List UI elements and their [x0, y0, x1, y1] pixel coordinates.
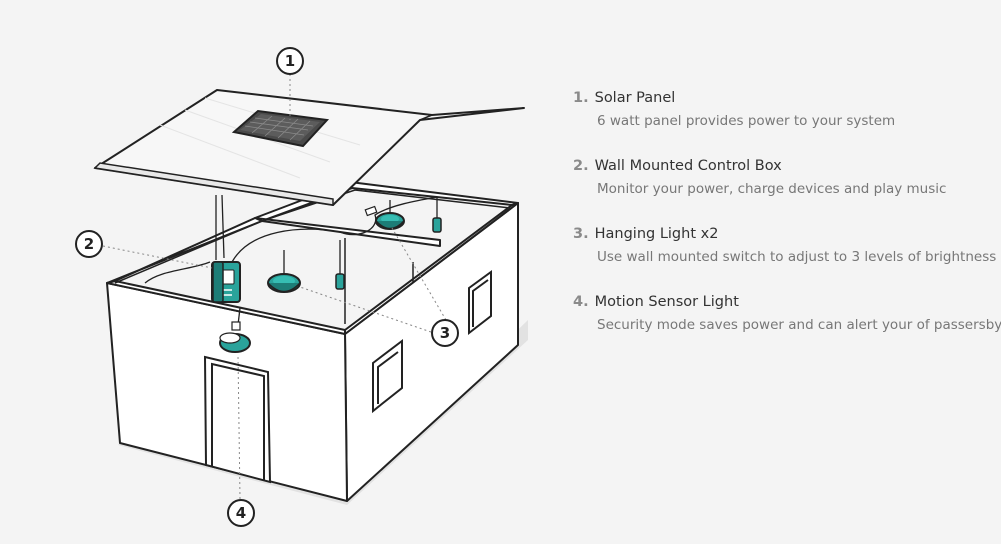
roof-fold-line	[419, 114, 433, 121]
right-wall	[344, 202, 519, 502]
solar-panel	[231, 109, 330, 148]
item-number: 1.	[573, 90, 589, 106]
item-title: Motion Sensor Light	[594, 294, 739, 310]
interior-lines	[114, 189, 511, 324]
house-walls	[106, 181, 519, 502]
callout-1-number: 1	[285, 52, 295, 70]
switch-1	[335, 273, 345, 290]
right-wall-windows	[372, 270, 492, 414]
hanging-light-2	[375, 212, 405, 230]
motion-sensor-light	[219, 321, 251, 353]
feature-legend: 1. Solar Panel 6 watt panel provides powe…	[573, 88, 1001, 360]
door-frame	[211, 362, 265, 480]
roof	[93, 89, 525, 206]
item-title: Wall Mounted Control Box	[594, 158, 782, 174]
leader-4	[237, 354, 241, 500]
roof-panel	[94, 89, 525, 206]
window-front-inner	[377, 351, 399, 404]
control-box	[211, 261, 241, 303]
callout-1: 1	[276, 47, 304, 75]
callout-4-number: 4	[236, 504, 246, 522]
legend-item-solar-panel: 1. Solar Panel 6 watt panel provides powe…	[573, 88, 993, 131]
item-title: Hanging Light x2	[594, 226, 719, 242]
wiring	[144, 194, 438, 326]
switch-2	[432, 217, 442, 233]
window-back-inner	[472, 279, 489, 327]
window-back	[468, 270, 492, 336]
item-description: Use wall mounted switch to adjust to 3 l…	[597, 249, 997, 265]
item-title: Solar Panel	[594, 90, 676, 106]
front-door	[203, 355, 272, 484]
roof-edge	[93, 162, 334, 206]
ground-shadow	[118, 320, 528, 505]
item-description: Security mode saves power and can alert …	[597, 317, 1001, 333]
item-number: 4.	[573, 294, 589, 310]
panel-cable-2	[221, 194, 225, 259]
back-wall-line	[114, 189, 511, 284]
legend-item-motion-sensor: 4. Motion Sensor Light Security mode save…	[573, 292, 1001, 335]
ceiling-wire	[231, 196, 438, 263]
door-opening	[203, 355, 272, 484]
partition-wall	[254, 217, 441, 247]
item-description: 6 watt panel provides power to your syst…	[597, 113, 896, 129]
callout-3: 3	[431, 319, 459, 347]
callout-4: 4	[227, 499, 255, 527]
item-description: Monitor your power, charge devices and p…	[597, 181, 947, 197]
leader-3a	[299, 286, 432, 333]
front-wire	[144, 261, 211, 284]
legend-item-hanging-light: 3. Hanging Light x2 Use wall mounted swit…	[573, 224, 997, 267]
leader-lines	[102, 74, 447, 500]
callout-2: 2	[75, 230, 103, 258]
accessories	[211, 205, 442, 353]
wire-connector	[364, 205, 378, 217]
hanging-light-1	[267, 273, 301, 293]
leader-2	[102, 245, 213, 269]
legend-item-control-box: 2. Wall Mounted Control Box Monitor your …	[573, 156, 993, 199]
window-front	[372, 338, 403, 414]
item-number: 3.	[573, 226, 589, 242]
item-number: 2.	[573, 158, 589, 174]
callout-3-number: 3	[440, 324, 450, 342]
callout-2-number: 2	[84, 235, 94, 253]
